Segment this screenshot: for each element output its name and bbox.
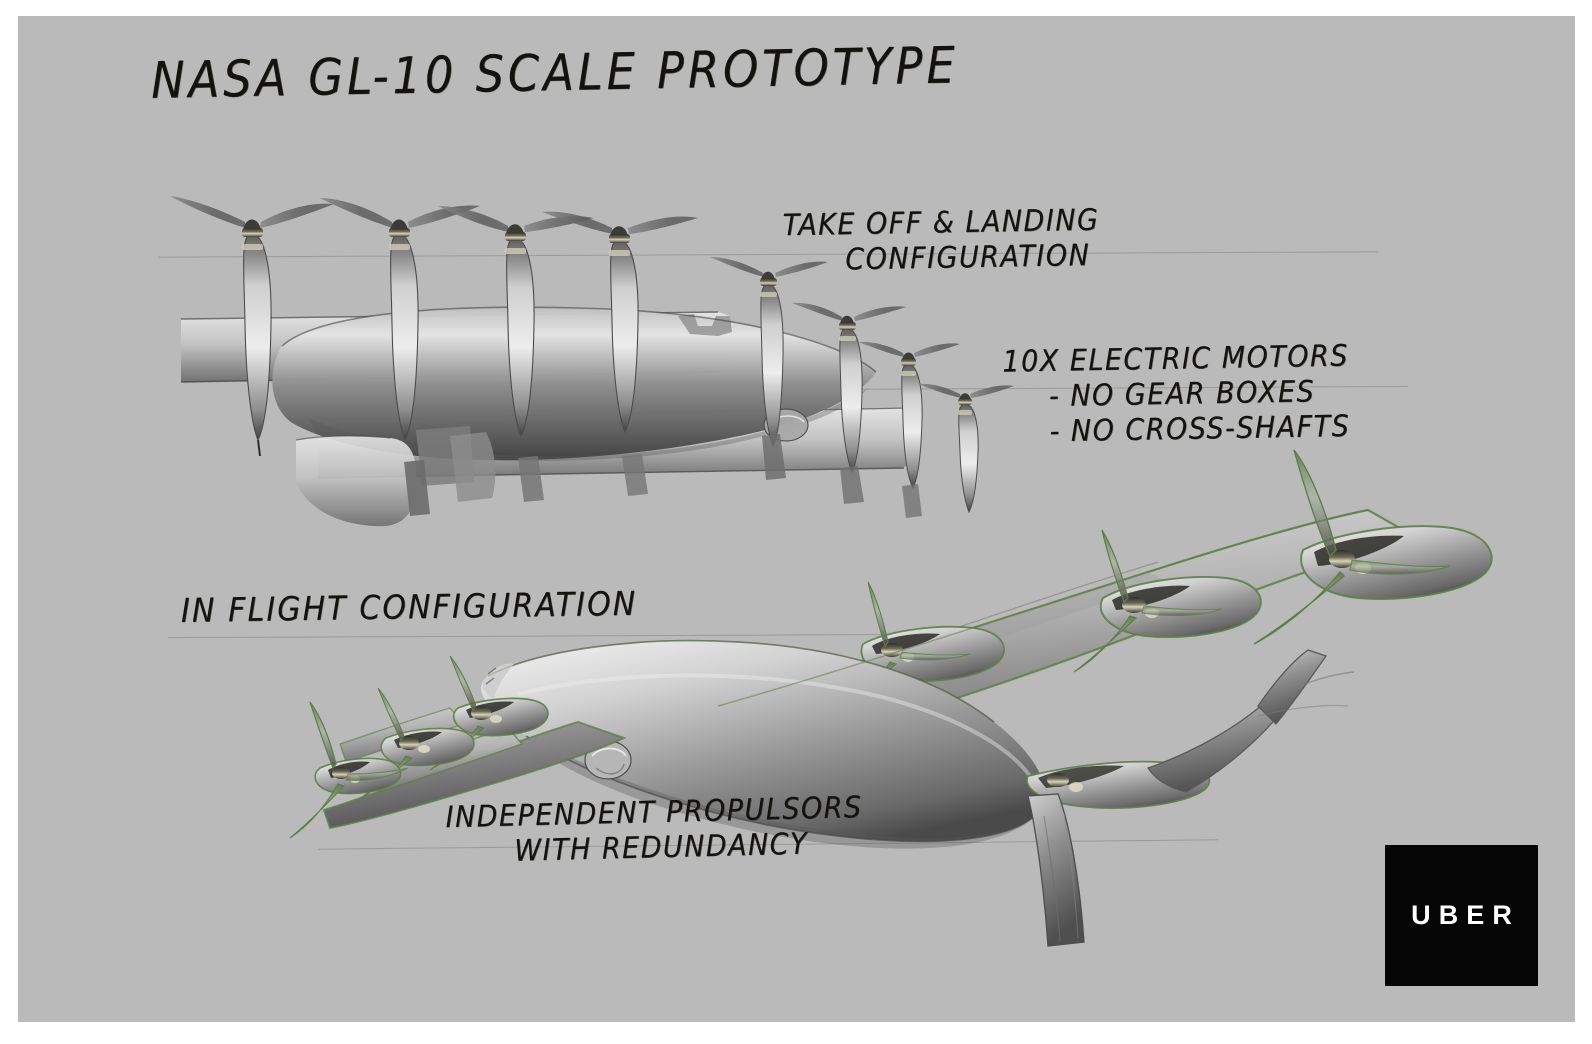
takeoff-propulsor-group-forward bbox=[170, 196, 698, 457]
annotation-takeoff-configuration: TAKE OFF & LANDING CONFIGURATION bbox=[782, 203, 1100, 279]
inflight-propulsor-r1 bbox=[841, 581, 1005, 711]
takeoff-propulsor-5 bbox=[710, 257, 828, 448]
takeoff-lower-surfaces bbox=[295, 426, 922, 527]
takeoff-propulsor-7 bbox=[858, 341, 960, 490]
inflight-propulsor-r2 bbox=[1073, 529, 1262, 673]
annotation-motors-line1: 10X ELECTRIC MOTORS bbox=[1002, 339, 1350, 380]
page-title: NASA GL-10 SCALE PROTOTYPE bbox=[150, 35, 960, 111]
inflight-propulsor-l1 bbox=[429, 655, 549, 771]
takeoff-propulsor-2 bbox=[320, 198, 480, 442]
takeoff-propulsor-1 bbox=[170, 196, 334, 457]
annotation-electric-motors: 10X ELECTRIC MOTORS - NO GEAR BOXES - NO… bbox=[1002, 339, 1350, 450]
annotation-takeoff-line1: TAKE OFF & LANDING bbox=[782, 203, 1100, 243]
takeoff-propulsor-8 bbox=[918, 383, 1014, 514]
takeoff-wing-assembly bbox=[180, 311, 918, 479]
guide-stroke-upper bbox=[158, 251, 1378, 258]
takeoff-configuration-illustration bbox=[170, 196, 1014, 527]
inflight-configuration-illustration bbox=[289, 449, 1493, 947]
uber-wordmark: UBER bbox=[1411, 900, 1520, 930]
uber-logo: UBER bbox=[1385, 845, 1538, 986]
inflight-propulsor-r3 bbox=[1253, 449, 1493, 645]
takeoff-propulsor-4 bbox=[542, 211, 698, 434]
inflight-tail-assembly bbox=[1026, 649, 1355, 947]
takeoff-propulsor-6 bbox=[792, 302, 906, 474]
inflight-propulsor-l2 bbox=[357, 687, 475, 801]
inflight-aircraft bbox=[289, 449, 1493, 947]
guide-stroke-inflight bbox=[168, 632, 1168, 639]
annotation-inflight-line1: IN FLIGHT CONFIGURATION bbox=[180, 585, 638, 631]
inflight-propulsor-l3 bbox=[289, 701, 409, 839]
annotation-motors-line2: - NO GEAR BOXES bbox=[1048, 374, 1316, 414]
artboard: NASA GL-10 SCALE PROTOTYPE TAKE OFF & LA… bbox=[18, 16, 1575, 1022]
annotation-inflight-configuration: IN FLIGHT CONFIGURATION bbox=[181, 585, 638, 631]
annotation-motors-line3: - NO CROSS-SHAFTS bbox=[1049, 409, 1351, 449]
annotation-takeoff-line2: CONFIGURATION bbox=[844, 238, 1091, 277]
annotation-independent-propulsors: INDEPENDENT PROPULSORS WITH REDUNDANCY bbox=[445, 791, 864, 871]
takeoff-fuselage bbox=[272, 306, 877, 461]
takeoff-propulsor-3 bbox=[438, 206, 594, 438]
takeoff-propulsor-group-aft bbox=[710, 257, 1014, 514]
